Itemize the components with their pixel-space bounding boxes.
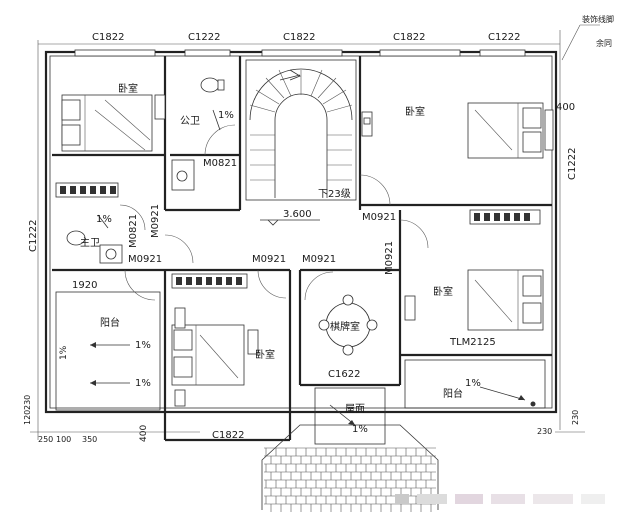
interior-walls bbox=[52, 56, 552, 442]
bed-upper-left bbox=[61, 94, 153, 152]
slope-balcony-2: 1% bbox=[135, 378, 151, 389]
window-mahjong: C1622 bbox=[328, 369, 360, 380]
dim-400-right: 400 bbox=[556, 102, 575, 113]
room-bedroom-lower-right: 卧室 bbox=[433, 285, 453, 298]
window-top-1: C1822 bbox=[92, 32, 124, 43]
door-mahjong: M0921 bbox=[302, 254, 336, 265]
slope-roof: 1% bbox=[352, 424, 368, 435]
door-labels: M0821 M0821 M0921 M0921 M0921 M0921 M092… bbox=[128, 158, 396, 275]
dim-400-bottom: 400 bbox=[139, 425, 149, 442]
room-bedroom-lower-left: 卧室 bbox=[255, 348, 275, 361]
room-balcony-right: 阳台 bbox=[443, 387, 463, 400]
window-right: C1222 bbox=[567, 148, 578, 180]
dim-250: 250 bbox=[38, 435, 53, 444]
door-master-bedroom: M0921 bbox=[128, 254, 162, 265]
window-top-3: C1822 bbox=[283, 32, 315, 43]
bed-lower-left bbox=[171, 324, 245, 386]
staircase bbox=[245, 59, 357, 201]
slope-arrows bbox=[90, 109, 536, 426]
elevation-mark: 3.600 bbox=[283, 209, 312, 220]
dim-350: 350 bbox=[82, 435, 97, 444]
room-master-bath: 主卫 bbox=[80, 237, 100, 249]
window-bottom: C1822 bbox=[212, 430, 244, 441]
dim-120: 120 bbox=[23, 410, 32, 425]
top-windows bbox=[74, 49, 526, 57]
mahjong-table bbox=[318, 294, 378, 356]
slope-public-bath: 1% bbox=[218, 110, 234, 121]
window-top-2: C1222 bbox=[188, 32, 220, 43]
door-master-bath: M0821 bbox=[128, 214, 139, 248]
door-swings bbox=[119, 124, 429, 301]
bath-fixtures bbox=[66, 77, 225, 264]
slope-labels: 1% 1% 1% 1% 1% 1% 1% bbox=[59, 110, 481, 435]
dim-230-right2: 230 bbox=[571, 410, 580, 425]
room-labels: 卧室 公卫 卧室 主卫 卧室 阳台 棋牌室 卧室 阳台 屋面 bbox=[80, 82, 463, 415]
annotations: 下23级 3.600 1920 400 400 230 120 250 100 … bbox=[23, 14, 614, 444]
door-lower-left: M0921 bbox=[252, 254, 286, 265]
beds bbox=[61, 94, 544, 386]
watermark bbox=[395, 488, 635, 510]
legend-note-line1: 装饰线脚 bbox=[582, 14, 614, 24]
slope-balcony-right: 1% bbox=[465, 378, 481, 389]
slope-left-edge: 1% bbox=[59, 345, 69, 360]
slope-master-bath: 1% bbox=[96, 214, 112, 225]
window-top-4: C1822 bbox=[393, 32, 425, 43]
door-upper-left: M0921 bbox=[150, 204, 161, 238]
stair-label: 下23级 bbox=[318, 188, 351, 200]
legend-leader bbox=[561, 24, 600, 61]
door-right-upper: M0921 bbox=[362, 212, 396, 223]
dim-1920: 1920 bbox=[72, 280, 97, 291]
slope-balcony-1: 1% bbox=[135, 340, 151, 351]
room-public-bath: 公卫 bbox=[180, 116, 200, 127]
door-public-bath: M0821 bbox=[203, 158, 237, 169]
bed-lower-right bbox=[467, 269, 544, 331]
dim-230-right: 230 bbox=[537, 427, 552, 436]
room-roof: 屋面 bbox=[345, 403, 365, 415]
room-bedroom-upper-left: 卧室 bbox=[118, 82, 138, 95]
bed-upper-right bbox=[467, 102, 544, 159]
window-left: C1222 bbox=[28, 220, 39, 252]
room-bedroom-upper-right: 卧室 bbox=[405, 105, 425, 118]
room-balcony-left: 阳台 bbox=[100, 316, 120, 329]
legend-note-line2: 余同 bbox=[596, 38, 612, 48]
dimension-lines bbox=[30, 30, 585, 440]
dim-100: 100 bbox=[56, 435, 71, 444]
window-labels: C1822 C1222 C1822 C1822 C1222 C1222 C122… bbox=[28, 32, 578, 441]
wardrobes bbox=[55, 182, 541, 289]
room-mahjong: 棋牌室 bbox=[330, 320, 360, 333]
dim-230-left: 230 bbox=[23, 395, 32, 410]
window-balcony-door: TLM2125 bbox=[449, 337, 496, 348]
side-furniture bbox=[154, 94, 554, 407]
door-right-lower: M0921 bbox=[384, 241, 395, 275]
window-top-5: C1222 bbox=[488, 32, 520, 43]
balcony-outlines bbox=[55, 291, 546, 411]
